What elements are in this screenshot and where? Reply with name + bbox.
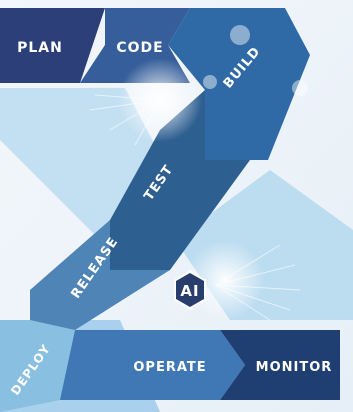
release-segment [30,220,170,330]
monitor-segment [220,330,340,400]
test-segment [110,90,250,270]
monitor-label: MONITOR [256,360,333,375]
plan-segment [0,8,105,83]
circuit-lines [89,94,301,321]
circuit-nodes [203,25,308,96]
deploy-segment [0,320,75,412]
operate-label: OPERATE [133,360,206,375]
plan-label: PLAN [17,40,63,56]
code-label: CODE [116,40,163,56]
build-segment [168,8,310,160]
ai-badge: AI [174,270,206,310]
ai-badge-label: AI [180,282,199,300]
operate-segment [60,330,245,400]
